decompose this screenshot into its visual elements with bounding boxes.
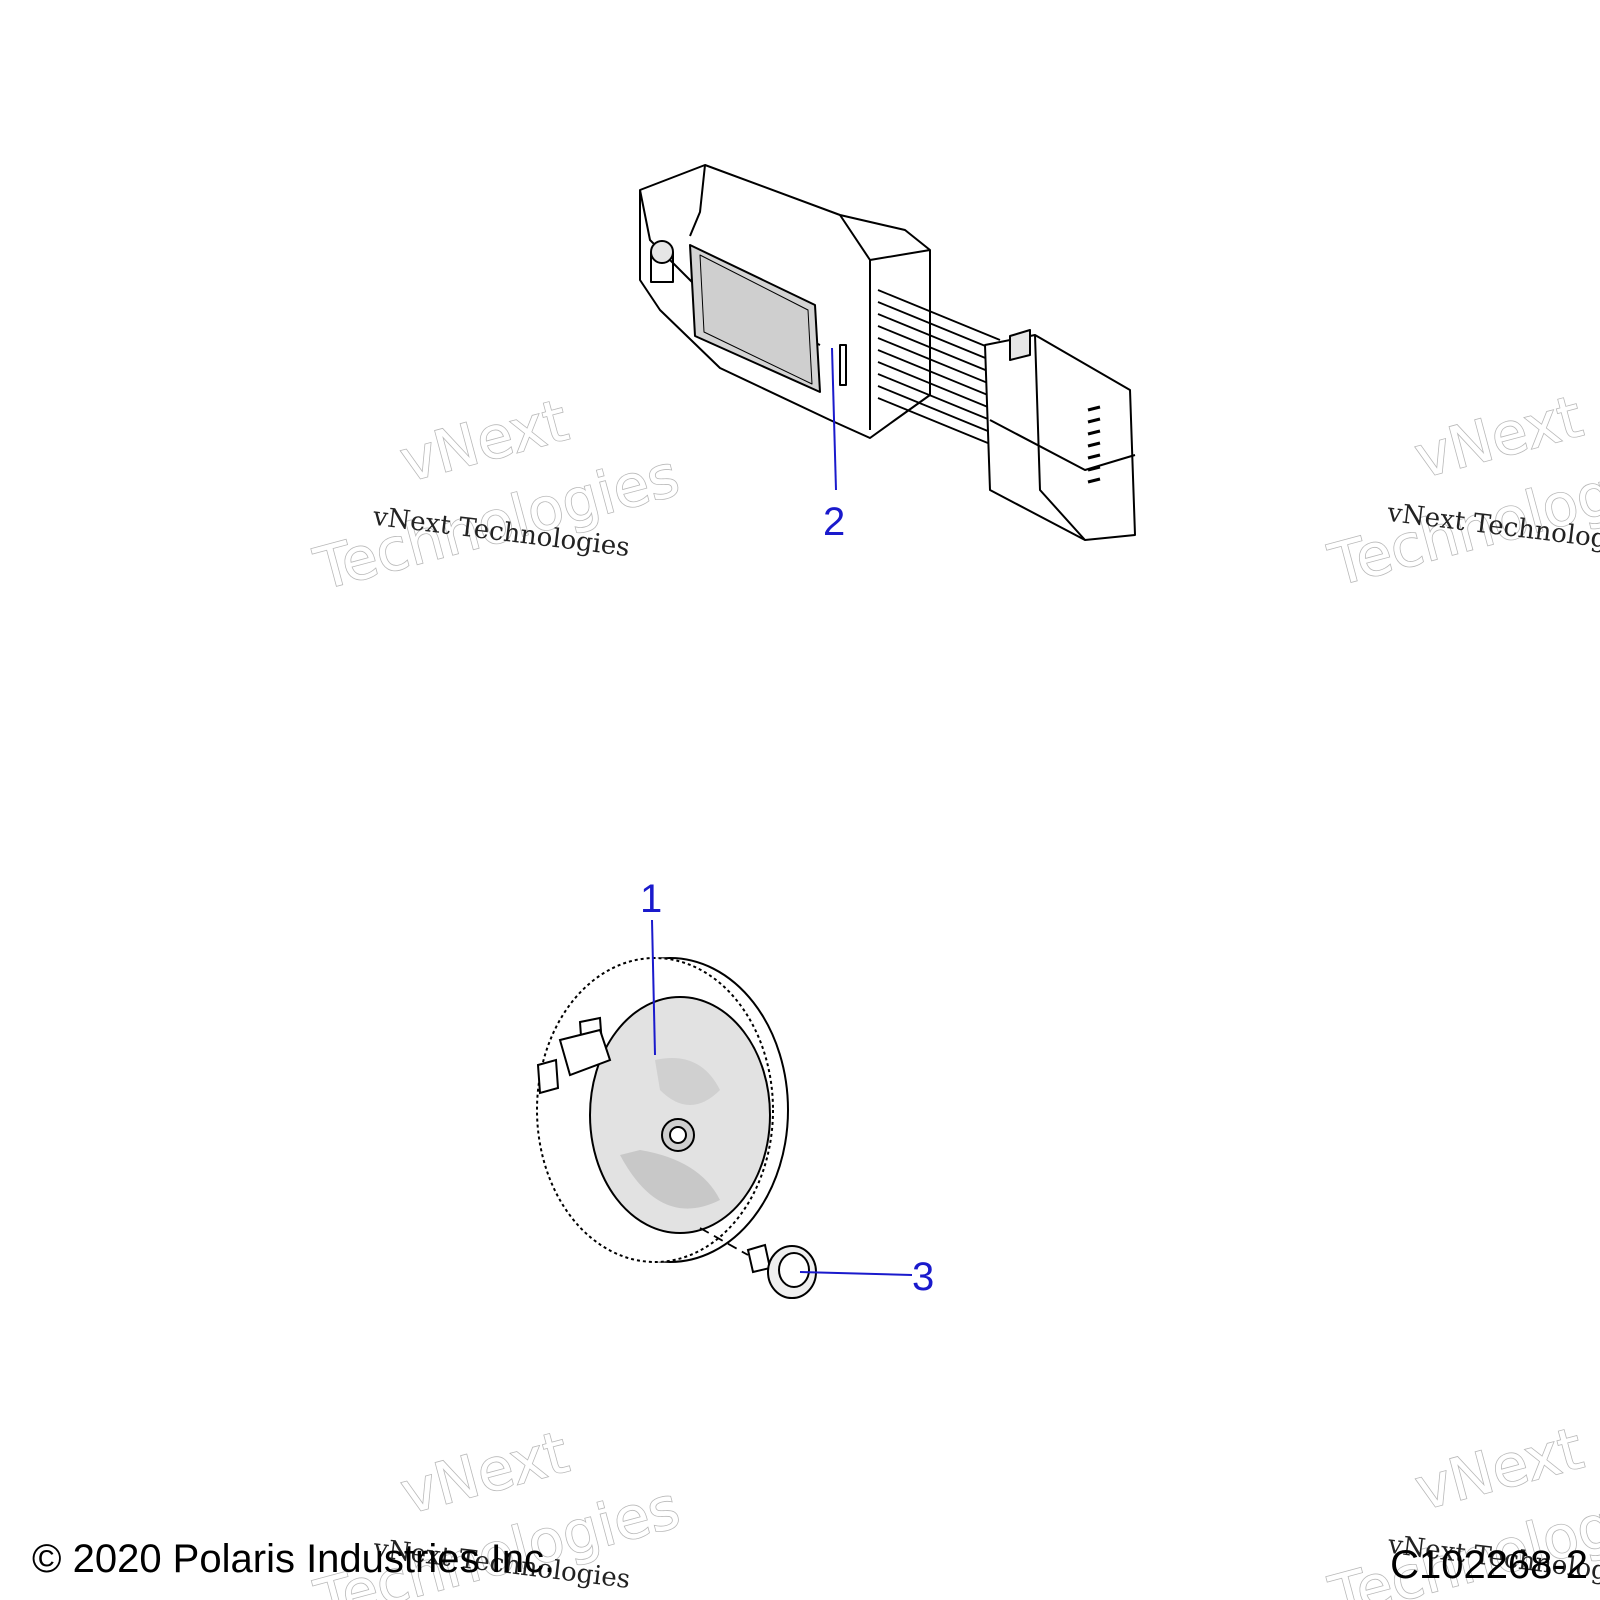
leader-line-3 xyxy=(799,1271,913,1276)
copyright-notice: © 2020 Polaris Industries Inc. xyxy=(32,1537,555,1581)
assembly-path xyxy=(699,1227,749,1256)
leader-line-2 xyxy=(831,347,837,491)
callout-2: 2 xyxy=(823,500,845,544)
leader-line-1 xyxy=(651,919,656,1056)
drawing-number: C102268-2 xyxy=(1390,1543,1588,1587)
flange-bolt xyxy=(746,1243,817,1299)
watermark-top-right: vNext Technologies vNext Technologies xyxy=(1321,381,1600,600)
watermark-top-left: vNext Technologies vNext Technologies xyxy=(307,385,687,604)
callout-3: 3 xyxy=(912,1255,934,1299)
callout-1: 1 xyxy=(640,877,662,921)
horn xyxy=(536,957,789,1263)
control-module xyxy=(639,164,1136,541)
